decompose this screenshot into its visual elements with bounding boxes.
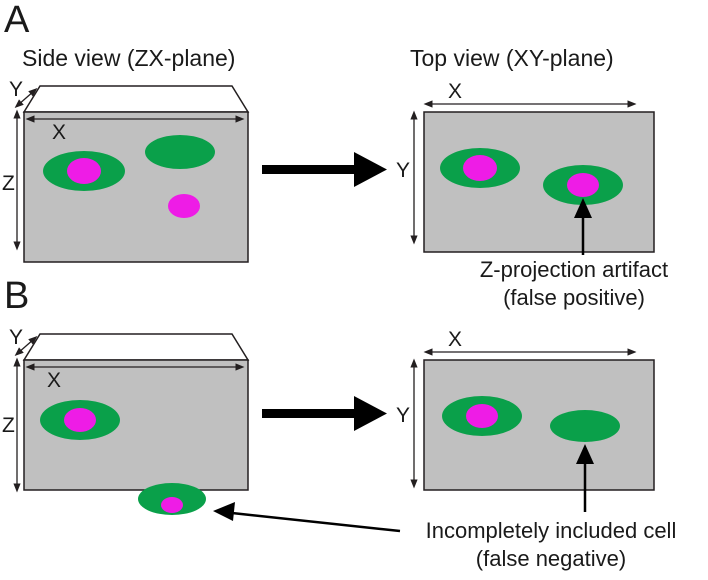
x-axis-label: X xyxy=(448,328,462,351)
volume-top-face xyxy=(22,85,250,113)
annotation-arrowhead xyxy=(574,198,592,218)
y-axis-label: Y xyxy=(9,326,23,349)
projection-arrow-a xyxy=(262,152,387,187)
x-axis-label: X xyxy=(52,121,66,144)
volume-top-face xyxy=(22,333,250,361)
annotation-arrowhead-left xyxy=(213,502,235,521)
annotation-line-2: (false negative) xyxy=(476,546,626,571)
missed-cell-cytoplasm xyxy=(550,410,620,442)
annotation-line-1: Z-projection artifact xyxy=(480,257,668,282)
y-axis-arrow xyxy=(14,88,38,108)
annotation-line-1: Incompletely included cell xyxy=(426,518,677,543)
cell-nucleus xyxy=(463,155,497,181)
z-axis-label: Z xyxy=(2,414,15,437)
top-view-b: X Y xyxy=(396,328,655,491)
annotation-arrowhead-up xyxy=(576,444,594,464)
panel-b-letter: B xyxy=(4,275,29,317)
annotation-line-2: (false positive) xyxy=(503,285,645,310)
panel-b: B Y X Z X Y xyxy=(2,275,676,571)
cell-nucleus-only xyxy=(168,194,200,218)
y-axis-label: Y xyxy=(9,78,23,101)
top-view-title: Top view (XY-plane) xyxy=(410,45,614,71)
partial-cell-nucleus xyxy=(161,497,183,513)
side-view-volume-a: Y X Z xyxy=(2,78,250,263)
artifact-cell-nucleus xyxy=(567,173,599,197)
cell-nucleus xyxy=(67,158,101,184)
panel-a-letter: A xyxy=(4,0,30,41)
side-view-volume-b: Y X Z xyxy=(2,326,250,515)
side-view-title: Side view (ZX-plane) xyxy=(22,45,235,71)
top-view-a: X Y xyxy=(396,80,655,253)
cell-cytoplasm-only xyxy=(145,135,215,169)
cell-nucleus xyxy=(64,408,96,432)
panel-a: A Side view (ZX-plane) Top view (XY-plan… xyxy=(2,0,668,310)
cell-nucleus xyxy=(466,404,498,428)
y-axis-label: Y xyxy=(396,404,410,427)
annotation-arrow-left xyxy=(231,511,401,533)
x-axis-label: X xyxy=(448,80,462,103)
x-axis-label: X xyxy=(47,369,61,392)
projection-arrow-b xyxy=(262,396,387,431)
y-axis-arrow xyxy=(14,336,38,356)
y-axis-label: Y xyxy=(396,159,410,182)
z-axis-label: Z xyxy=(2,172,15,195)
